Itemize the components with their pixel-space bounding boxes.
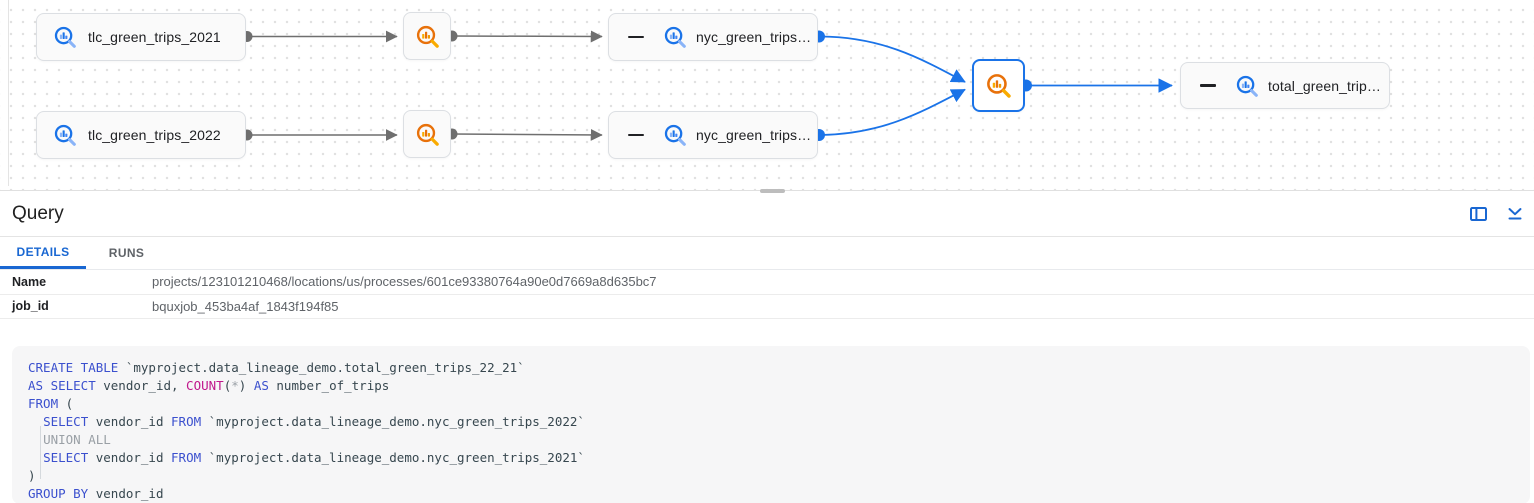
collapse-panel-icon[interactable] — [1506, 205, 1524, 223]
collapse-minus-icon[interactable] — [628, 133, 644, 137]
bigquery-table-icon — [664, 26, 686, 48]
tab-runs[interactable]: RUNS — [108, 246, 145, 260]
indent-guide-line — [40, 426, 41, 479]
sql-code: CREATE TABLE `myproject.data_lineage_dem… — [28, 360, 585, 501]
panel-tabs: DETAILS RUNS — [0, 237, 1534, 270]
bigquery-table-icon — [1236, 74, 1258, 97]
collapse-minus-icon[interactable] — [1200, 84, 1216, 87]
panel-title: Query — [12, 202, 64, 224]
panel-drag-handle[interactable] — [760, 189, 785, 193]
bigquery-query-icon — [986, 73, 1011, 98]
bigquery-query-icon — [416, 25, 439, 48]
collapse-minus-icon[interactable] — [628, 35, 644, 39]
detail-value: bquxjob_453ba4af_1843f194f85 — [152, 298, 339, 314]
bigquery-table-icon — [664, 124, 686, 146]
tab-details[interactable]: DETAILS — [0, 237, 86, 269]
node-nyc-green-trips-2[interactable]: nyc_green_trips… — [608, 111, 818, 159]
bigquery-query-icon — [416, 123, 439, 146]
bigquery-table-icon — [54, 124, 76, 146]
node-process-query-1[interactable] — [403, 12, 451, 60]
sql-code-block: CREATE TABLE `myproject.data_lineage_dem… — [12, 346, 1530, 503]
detail-row-job-id: job_id bquxjob_453ba4af_1843f194f85 — [0, 295, 1534, 319]
node-label: nyc_green_trips… — [696, 127, 812, 143]
lineage-graph-canvas[interactable]: tlc_green_trips_2021 tlc_green_trips_202… — [0, 0, 1534, 190]
detail-row-name: Name projects/123101210468/locations/us/… — [0, 270, 1534, 295]
node-total-green-trips[interactable]: total_green_trip… — [1180, 62, 1390, 109]
node-label: tlc_green_trips_2022 — [88, 127, 221, 143]
detail-value: projects/123101210468/locations/us/proce… — [152, 274, 657, 290]
query-details-panel: Query DETAILS RUNS — [0, 189, 1534, 503]
node-nyc-green-trips-1[interactable]: nyc_green_trips… — [608, 13, 818, 61]
detail-label: job_id — [12, 299, 49, 314]
panel-header: Query — [0, 191, 1534, 237]
node-label: tlc_green_trips_2021 — [88, 29, 221, 45]
node-process-query-selected[interactable] — [972, 59, 1025, 112]
node-tlc-green-trips-2022[interactable]: tlc_green_trips_2022 — [36, 111, 246, 159]
split-view-icon[interactable] — [1469, 205, 1487, 223]
node-process-query-2[interactable] — [403, 110, 451, 158]
node-label: total_green_trip… — [1268, 77, 1381, 94]
detail-label: Name — [12, 274, 47, 289]
bigquery-table-icon — [54, 26, 76, 48]
canvas-boundary-line — [8, 0, 9, 186]
node-tlc-green-trips-2021[interactable]: tlc_green_trips_2021 — [36, 13, 246, 61]
node-label: nyc_green_trips… — [696, 29, 812, 45]
